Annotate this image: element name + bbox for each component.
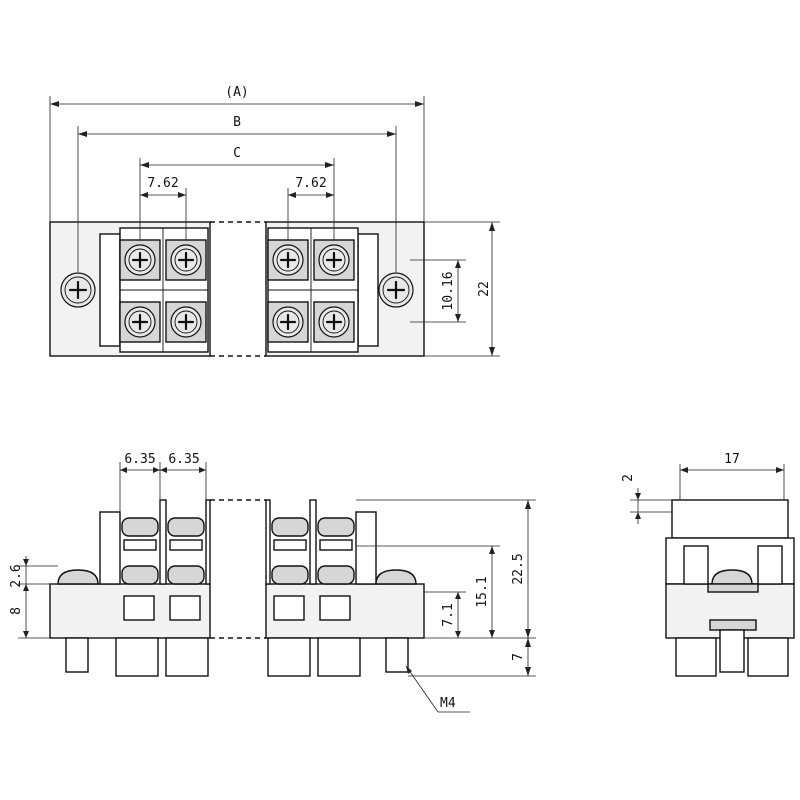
dimension-arrow-icon	[455, 631, 461, 638]
mount-screw-left	[59, 271, 97, 309]
side-22-5-label: 22.5	[511, 553, 526, 584]
dimension-arrow-icon	[489, 347, 495, 356]
dimension-arrow-icon	[406, 666, 412, 674]
dimension-arrow-icon	[489, 630, 495, 638]
dimension-arrow-icon	[23, 584, 29, 591]
end-2-label: 2	[621, 474, 636, 482]
dimension-arrow-icon	[776, 467, 784, 473]
phillips-screw-icon	[312, 300, 356, 344]
top-view: (A) B C 7.62 7.62 22	[49, 85, 500, 357]
dimension-arrow-icon	[387, 131, 396, 137]
mount-screw-right	[377, 271, 415, 309]
dimension-arrow-icon	[153, 467, 160, 473]
side-6-35-a-label: 6.35	[124, 452, 155, 467]
end-view: 17 2	[621, 452, 795, 677]
phillips-screw-icon	[266, 300, 310, 344]
dimension-arrow-icon	[525, 500, 531, 509]
dimension-arrow-icon	[489, 546, 495, 554]
phillips-screw-icon	[164, 238, 208, 282]
dimension-arrow-icon	[415, 101, 424, 107]
phillips-screw-icon	[377, 271, 415, 309]
dimension-arrow-icon	[199, 467, 206, 473]
dimension-arrow-icon	[23, 631, 29, 638]
dimension-arrow-icon	[78, 131, 87, 137]
height-22-label: 22	[477, 281, 492, 297]
end-17-label: 17	[724, 452, 740, 467]
dimension-arrow-icon	[50, 101, 59, 107]
side-6-35-b-label: 6.35	[168, 452, 199, 467]
dimension-arrow-icon	[525, 629, 531, 638]
dimension-arrow-icon	[325, 162, 334, 168]
side-2-6-label: 2.6	[9, 564, 24, 587]
phillips-screw-icon	[164, 300, 208, 344]
dim-a-label: (A)	[225, 85, 248, 100]
side-8-label: 8	[9, 607, 24, 615]
side-view: 6.35 6.35 2.6 8 22.5 7 15.1 7.1	[9, 452, 536, 713]
thread-m4-label: M4	[440, 696, 456, 711]
dimension-arrow-icon	[288, 192, 296, 198]
phillips-screw-icon	[59, 271, 97, 309]
dim-b-label: B	[233, 115, 241, 130]
pitch-left-label: 7.62	[147, 176, 178, 191]
dimension-arrow-icon	[525, 667, 531, 676]
dimension-arrow-icon	[120, 467, 127, 473]
dimension-arrow-icon	[455, 592, 461, 599]
dimension-arrow-icon	[140, 192, 148, 198]
dimension-arrow-icon	[455, 314, 461, 322]
dimension-arrow-icon	[489, 222, 495, 231]
side-7-1-label: 7.1	[441, 603, 456, 626]
dimension-arrow-icon	[680, 467, 688, 473]
dimension-arrow-icon	[326, 192, 334, 198]
phillips-screw-icon	[118, 238, 162, 282]
height-10-16-label: 10.16	[441, 271, 456, 310]
dimension-arrow-icon	[455, 260, 461, 268]
dimension-arrow-icon	[23, 559, 29, 566]
phillips-screw-icon	[118, 300, 162, 344]
dimension-arrow-icon	[178, 192, 186, 198]
dim-c-label: C	[233, 146, 241, 161]
dimension-arrow-icon	[525, 638, 531, 647]
dimension-arrow-icon	[160, 467, 167, 473]
dimension-arrow-icon	[140, 162, 149, 168]
dimension-arrow-icon	[635, 512, 641, 519]
pitch-right-label: 7.62	[295, 176, 326, 191]
dimension-arrow-icon	[635, 493, 641, 500]
side-15-1-label: 15.1	[475, 576, 490, 607]
phillips-screw-icon	[266, 238, 310, 282]
phillips-screw-icon	[312, 238, 356, 282]
side-7-label: 7	[511, 653, 526, 661]
